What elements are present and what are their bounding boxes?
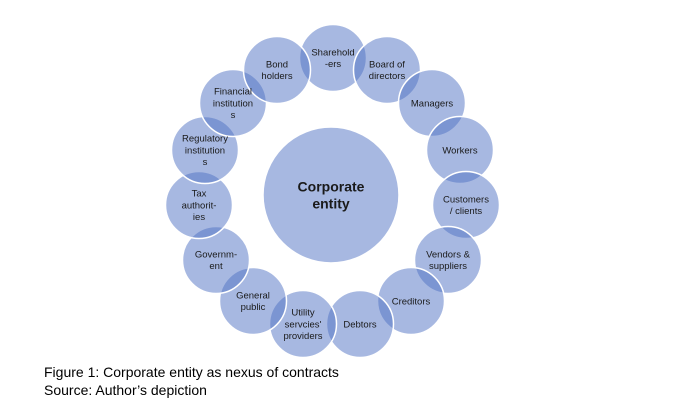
label-line: Managers bbox=[411, 98, 453, 109]
label-line: Corporate bbox=[298, 178, 365, 194]
label-line: Sharehold bbox=[311, 48, 354, 59]
label-line: Vendors & bbox=[426, 250, 470, 261]
label-line: ent bbox=[209, 261, 223, 272]
label-line: authorit- bbox=[182, 200, 217, 211]
label-line: Governm- bbox=[195, 250, 237, 261]
label-line: providers bbox=[283, 331, 322, 342]
figure-source: Source: Author’s depiction bbox=[44, 382, 207, 398]
stakeholder-label: Debtors bbox=[343, 319, 377, 330]
label-line: public bbox=[241, 302, 266, 313]
label-line: / clients bbox=[450, 206, 482, 217]
label-line: institution bbox=[213, 98, 253, 109]
label-line: -ers bbox=[325, 59, 342, 70]
figure-caption: Figure 1: Corporate entity as nexus of c… bbox=[44, 364, 339, 380]
label-line: servcies' bbox=[285, 319, 322, 330]
stakeholder-circle bbox=[242, 35, 312, 105]
label-line: Tax bbox=[192, 189, 207, 200]
label-line: s bbox=[231, 110, 236, 121]
label-line: Bond bbox=[266, 60, 288, 71]
label-line: ies bbox=[193, 212, 205, 223]
label-line: institution bbox=[185, 145, 225, 156]
label-line: Board of bbox=[369, 60, 405, 71]
label-line: Debtors bbox=[343, 319, 377, 330]
stakeholder-label: Sharehold-ers bbox=[311, 48, 354, 71]
stakeholder-label: Vendors &suppliers bbox=[426, 250, 470, 273]
label-line: suppliers bbox=[429, 261, 467, 272]
label-line: Workers bbox=[442, 145, 477, 156]
center-circle bbox=[262, 126, 400, 264]
stakeholder-label: Governm-ent bbox=[195, 250, 237, 273]
stakeholder-label: Managers bbox=[411, 98, 453, 109]
stakeholder-label: Creditors bbox=[392, 296, 431, 307]
label-line: entity bbox=[312, 195, 350, 211]
label-line: Financial bbox=[214, 87, 252, 98]
label-line: Utility bbox=[291, 308, 314, 319]
label-line: holders bbox=[261, 71, 292, 82]
stakeholder-label: Workers bbox=[442, 145, 477, 156]
label-line: Regulatory bbox=[182, 134, 228, 145]
stakeholder-label: Customers/ clients bbox=[443, 195, 489, 218]
label-line: Creditors bbox=[392, 296, 431, 307]
label-line: s bbox=[203, 157, 208, 168]
label-line: General bbox=[236, 291, 270, 302]
label-line: Customers bbox=[443, 195, 489, 206]
label-line: directors bbox=[369, 71, 406, 82]
